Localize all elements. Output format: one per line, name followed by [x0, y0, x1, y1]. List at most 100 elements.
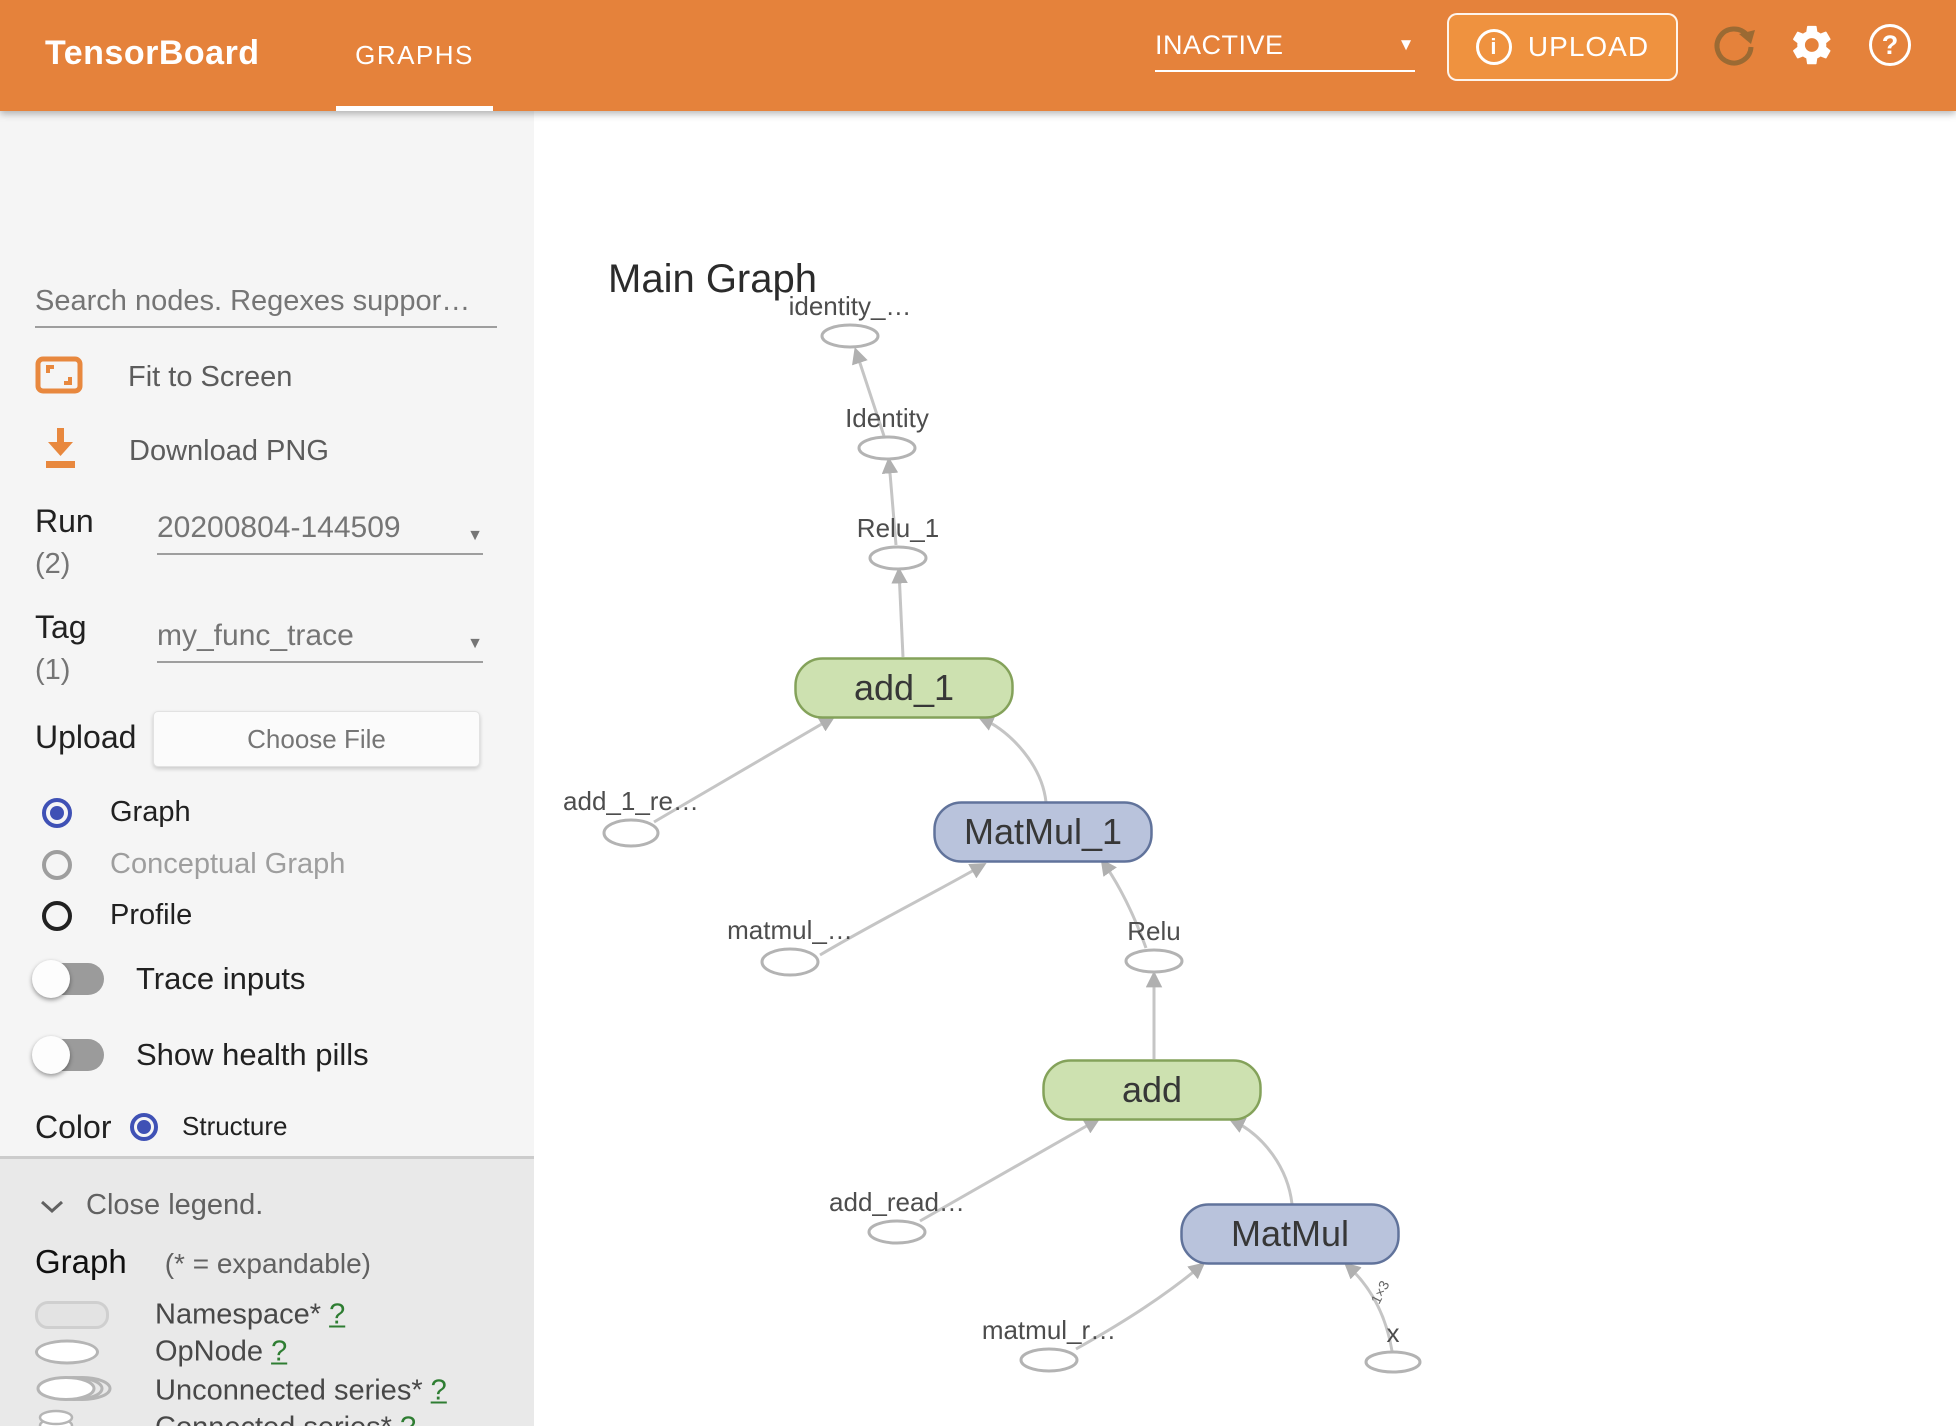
legend-connected-label: Connected series* — [155, 1412, 392, 1426]
help-link[interactable]: ? — [271, 1335, 288, 1368]
unconnected-series-icon — [35, 1375, 115, 1408]
trace-inputs-toggle[interactable] — [32, 960, 108, 998]
graph-edge — [881, 456, 899, 546]
refresh-icon[interactable] — [1708, 19, 1760, 71]
app-title: TensorBoard — [45, 33, 260, 72]
choose-file-button[interactable]: Choose File — [153, 711, 480, 767]
search-input[interactable] — [35, 276, 497, 328]
chevron-down-icon — [40, 1189, 64, 1222]
toggle-thumb — [32, 1036, 70, 1074]
graph-node-Relu[interactable] — [1124, 948, 1184, 974]
graph-node-MatMul[interactable] — [1180, 1203, 1400, 1265]
trace-inputs-label: Trace inputs — [136, 961, 306, 996]
graph-node-matmul_r…[interactable] — [1019, 1347, 1079, 1373]
edge-shape-label: 1×3 — [1367, 1278, 1392, 1307]
view-radio-graph[interactable]: Graph — [42, 796, 191, 829]
fit-to-screen-icon — [35, 356, 83, 399]
connected-series-icon — [37, 1409, 75, 1426]
view-radio-conceptual-label: Conceptual Graph — [110, 848, 346, 880]
graph-node-add_1_re…[interactable] — [602, 818, 660, 848]
show-health-pills-toggle[interactable] — [32, 1036, 108, 1074]
graph-node-add[interactable] — [1042, 1059, 1262, 1121]
info-icon: i — [1475, 29, 1512, 65]
chevron-down-icon: ▼ — [467, 635, 483, 652]
graph-node-x[interactable] — [1364, 1350, 1422, 1374]
graph-node-Relu_1[interactable] — [868, 545, 928, 571]
graph-node-label: add_read… — [829, 1187, 965, 1217]
run-select[interactable]: 20200804-144509 ▼ — [157, 503, 483, 555]
graph-node-Identity[interactable] — [857, 435, 917, 461]
show-health-pills-row: Show health pills — [32, 1036, 369, 1074]
graph-edge — [1343, 1262, 1394, 1352]
color-label: Color — [35, 1109, 112, 1145]
close-legend-label: Close legend. — [86, 1189, 264, 1221]
graph-edge — [1100, 858, 1148, 949]
graph-node-label: Relu_1 — [857, 513, 939, 543]
radio-icon — [42, 900, 72, 931]
tag-select[interactable]: my_func_trace ▼ — [157, 611, 483, 663]
run-count: (2) — [35, 548, 71, 580]
graph-node-identity_…[interactable] — [820, 323, 880, 349]
legend-unconnected-label: Unconnected series* — [155, 1374, 423, 1407]
legend-row-connected: Connected series* ? — [0, 1408, 534, 1426]
tag-count: (1) — [35, 654, 71, 686]
view-radio-graph-label: Graph — [110, 796, 191, 828]
legend-row-namespace: Namespace* ? — [0, 1295, 534, 1335]
graph-node-label: add_1_re… — [563, 786, 699, 816]
upload-button[interactable]: i UPLOAD — [1447, 13, 1678, 81]
legend-row-opnode: OpNode ? — [0, 1332, 534, 1372]
graph-node-label: matmul_r… — [982, 1315, 1116, 1345]
graph-node-add_read…[interactable] — [867, 1219, 927, 1245]
graph-edge — [819, 862, 987, 957]
status-dropdown-value: INACTIVE — [1155, 29, 1284, 60]
view-radio-profile[interactable]: Profile — [42, 899, 192, 932]
view-radio-profile-label: Profile — [110, 899, 193, 931]
radio-icon — [42, 849, 72, 880]
graph-edge — [653, 715, 836, 824]
graph-node-label: add_1 — [854, 667, 954, 708]
chevron-down-icon: ▼ — [1397, 35, 1415, 54]
legend-opnode-label: OpNode — [155, 1335, 264, 1368]
graph-node-add_1[interactable] — [794, 657, 1014, 719]
graph-node-label: matmul_… — [727, 915, 853, 945]
graph-title: Main Graph — [608, 257, 817, 301]
color-radio-structure[interactable]: Structure — [130, 1111, 288, 1142]
graph-edge — [919, 1117, 1101, 1223]
tab-active-underline — [336, 106, 493, 111]
app-header: TensorBoard GRAPHS INACTIVE ▼ i UPLOAD ? — [0, 0, 1956, 111]
radio-selected-icon — [42, 797, 72, 828]
graph-node-matmul_…[interactable] — [760, 947, 820, 977]
graph-node-label: Relu — [1127, 916, 1180, 946]
help-link[interactable]: ? — [329, 1298, 346, 1331]
run-select-value: 20200804-144509 — [157, 511, 401, 544]
settings-gear-icon[interactable] — [1786, 19, 1838, 71]
help-icon[interactable]: ? — [1864, 19, 1916, 71]
graph-edge — [891, 566, 908, 658]
color-structure-label: Structure — [182, 1111, 288, 1141]
graph-node-label: Identity — [845, 403, 929, 433]
download-png-button[interactable]: Download PNG — [40, 426, 329, 477]
help-link[interactable]: ? — [430, 1374, 447, 1407]
graph-edge — [1075, 1262, 1206, 1351]
view-radio-conceptual[interactable]: Conceptual Graph — [42, 848, 345, 881]
graph-node-MatMul_1[interactable] — [933, 801, 1153, 863]
show-health-pills-label: Show health pills — [136, 1037, 369, 1072]
graph-edge — [852, 347, 886, 437]
tab-graphs[interactable]: GRAPHS — [355, 40, 474, 70]
help-link[interactable]: ? — [400, 1412, 416, 1426]
graph-node-label: identity_… — [789, 291, 912, 321]
tag-label: Tag — [35, 609, 87, 645]
sidebar: Fit to Screen Download PNG Run (2) 20200… — [0, 111, 534, 1426]
close-legend-button[interactable]: Close legend. — [40, 1189, 263, 1222]
graph-node-label: x — [1387, 1318, 1400, 1348]
run-label: Run — [35, 503, 94, 539]
graph-node-label: MatMul — [1231, 1213, 1349, 1254]
fit-to-screen-button[interactable]: Fit to Screen — [35, 356, 292, 399]
upload-button-label: UPLOAD — [1527, 31, 1650, 62]
status-dropdown[interactable]: INACTIVE ▼ — [1155, 20, 1415, 72]
upload-file-label: Upload — [35, 719, 137, 755]
graph-node-label: add — [1122, 1069, 1182, 1110]
legend-heading-title: Graph — [35, 1243, 127, 1280]
